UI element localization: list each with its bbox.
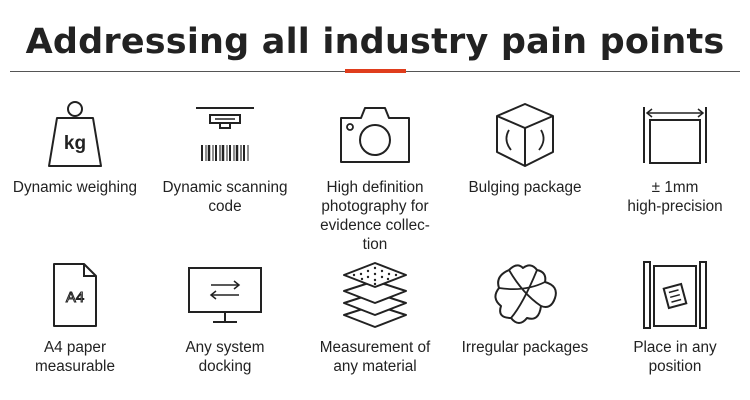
- camera-icon: [340, 107, 410, 163]
- feature-label: Dynamic weighing: [12, 179, 138, 196]
- feature-a4-paper: A4 A4 paper measurable: [0, 252, 150, 392]
- feature-high-precision: ± 1mm high-precision: [600, 92, 750, 260]
- a4-paper-icon: A4: [53, 263, 97, 327]
- feature-row: kg Dynamic weighing: [0, 92, 750, 260]
- irregular-package-icon: [494, 264, 557, 324]
- feature-label: Measurement of any material: [319, 339, 431, 375]
- feature-place-any-position: Place in any position: [600, 252, 750, 392]
- feature-bulging-package: Bulging package: [450, 92, 600, 260]
- measurement-frame-icon: [643, 107, 707, 164]
- feature-grid: kg Dynamic weighing: [0, 92, 750, 392]
- feature-label: Bulging package: [468, 179, 582, 196]
- a4-label: A4: [66, 289, 84, 306]
- feature-label: Dynamic scanning code: [162, 179, 288, 215]
- feature-row: A4 A4 paper measurable Any system dockin…: [0, 252, 750, 392]
- page-title: Addressing all industry pain points: [25, 22, 725, 62]
- barcode-scanner-icon: [196, 107, 254, 161]
- feature-label: Place in any position: [633, 339, 717, 375]
- feature-irregular-packages: Irregular packages: [450, 252, 600, 392]
- feature-dynamic-scanning: Dynamic scanning code: [150, 92, 300, 260]
- feature-label: Irregular packages: [461, 339, 589, 356]
- feature-system-docking: Any system docking: [150, 252, 300, 392]
- weight-icon: kg: [48, 101, 102, 167]
- feature-dynamic-weighing: kg Dynamic weighing: [0, 92, 150, 260]
- feature-label: A4 paper measurable: [35, 339, 115, 375]
- title-accent-bar: [345, 69, 406, 73]
- feature-label: High definition photography for evidence…: [320, 179, 430, 253]
- bulging-box-icon: [496, 103, 554, 167]
- monitor-sync-icon: [188, 267, 262, 323]
- platform-position-icon: [643, 261, 707, 329]
- feature-label: Any system docking: [185, 339, 265, 375]
- feature-label: ± 1mm high-precision: [627, 179, 723, 215]
- feature-hd-photography: High definition photography for evidence…: [300, 92, 450, 260]
- layers-icon: [343, 262, 407, 328]
- feature-any-material: Measurement of any material: [300, 252, 450, 392]
- weight-kg-label: kg: [64, 133, 86, 154]
